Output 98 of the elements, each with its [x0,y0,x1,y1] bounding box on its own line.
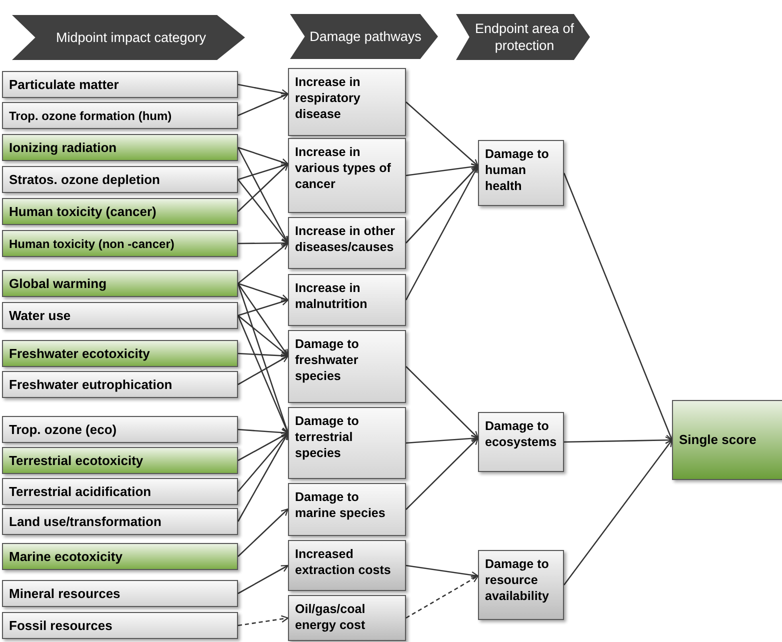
category-box [2,134,238,161]
arrow [406,165,479,244]
category-box [2,543,238,570]
box-label: Fossil resources [9,616,112,634]
arrow [238,432,289,492]
box-label: Ionizing radiation [9,138,117,156]
header-label: Damage pathways [310,28,422,45]
arrow [238,355,289,386]
category-box [2,478,238,505]
category-box [2,230,238,257]
arrow [564,436,673,444]
arrow [238,146,289,166]
arrow [406,102,479,167]
category-box [2,612,238,639]
box-label: Terrestrial acidification [9,482,152,500]
pathway-box [288,274,406,326]
category-box [2,198,238,225]
arrow [406,564,479,579]
arrow [563,172,674,441]
arrow [238,93,289,116]
arrow [406,366,479,439]
arrow [238,564,289,594]
category-box [2,102,238,129]
box-label: Freshwater ecotoxicity [9,344,150,362]
category-box [2,371,238,398]
box-label: Damage to marine species [295,489,386,521]
endpoint-box [478,140,564,206]
pathway-box [288,407,406,479]
box-label: Human toxicity (cancer) [9,202,156,220]
box-label: Damage to resource availability [485,556,550,604]
arrow [238,84,289,96]
pathway-box [288,68,406,136]
dashed-arrow [406,575,479,619]
arrow [238,508,289,557]
pathway-box [288,330,406,403]
box-label: Trop. ozone (eco) [9,420,117,438]
pathway-box [288,483,406,536]
box-label: Increase in various types of cancer [295,144,392,192]
arrow [237,432,289,522]
arrow [238,163,289,212]
arrow [406,163,479,176]
box-label: Marine ecotoxicity [9,548,122,566]
box-label: Freshwater eutrophication [9,376,172,394]
arrow [237,179,289,244]
category-box [2,270,238,297]
category-box [2,71,238,98]
header-label: Endpoint area of protection [474,20,576,54]
category-box [2,302,238,329]
category-box [2,166,238,193]
box-label: Damage to freshwater species [295,336,360,384]
pathway-box [288,138,406,213]
category-box [2,580,238,607]
arrow [237,283,290,434]
box-label: Terrestrial ecotoxicity [9,452,144,470]
score-box [672,400,782,480]
arrow [237,147,289,244]
box-label: Trop. ozone formation (hum) [9,108,172,124]
box-label: Stratos. ozone depletion [9,170,160,188]
box-label: Mineral resources [9,584,120,602]
box-label: Increase in malnutrition [295,280,368,312]
pathway-box [288,595,406,641]
box-label: Increase in other diseases/causes [295,223,396,255]
box-label: Oil/gas/coal energy cost [295,601,366,633]
box-label: Land use/transformation [9,512,162,530]
category-box [2,340,238,367]
arrow [238,315,289,357]
arrow [237,283,289,357]
header-label: Midpoint impact category [56,29,206,46]
endpoint-box [478,550,564,620]
box-label: Water use [9,306,71,324]
pathway-box [288,217,406,269]
arrow [237,315,289,434]
pathway-box [288,540,406,591]
category-box [2,447,238,474]
arrow [238,298,289,316]
arrow [238,242,289,284]
box-label: Increased extraction costs [295,546,392,578]
category-box [2,508,238,535]
arrow [238,282,289,302]
box-label: Global warming [9,274,107,292]
arrow [405,165,479,300]
arrow [238,352,289,360]
endpoint-box [478,412,564,472]
arrow [406,434,479,444]
arrow [406,437,479,510]
box-label: Damage to ecosystems [485,418,557,450]
box-label: Single score [679,431,756,449]
arrow [238,428,289,436]
category-box [2,416,238,443]
arrow [563,439,673,586]
box-label: Damage to terrestrial species [295,413,360,461]
arrow [238,162,289,180]
arrow [238,239,289,247]
box-label: Increase in respiratory disease [295,74,362,122]
box-label: Particulate matter [9,76,119,94]
box-label: Damage to human health [485,146,550,194]
dashed-arrow [238,615,289,626]
box-label: Human toxicity (non -cancer) [9,236,174,252]
